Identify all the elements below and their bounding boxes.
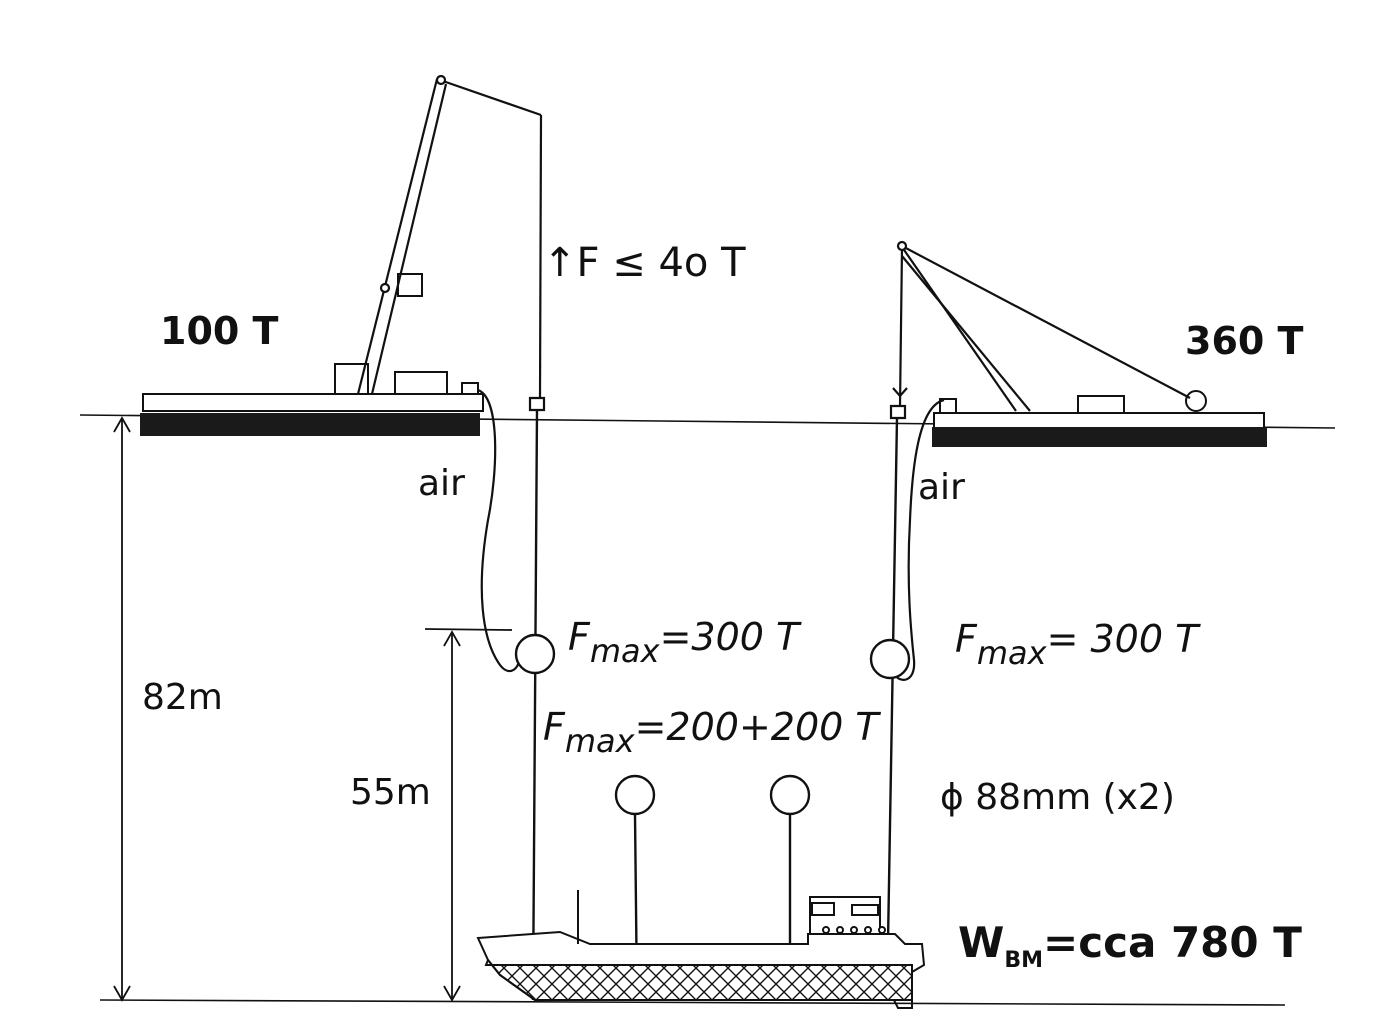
air-left-label: air xyxy=(418,463,465,504)
air-right-label: air xyxy=(918,467,965,508)
right-crane xyxy=(891,242,1190,418)
buoy-left-force-subscript: max xyxy=(589,632,660,670)
buoy-left-force-label: Fmax=300 T xyxy=(568,615,800,667)
left-lift-buoy xyxy=(516,635,554,673)
left-crane xyxy=(358,76,544,410)
right-lift-buoy xyxy=(871,640,909,678)
wreck-weight-label: WBM=cca 780 T xyxy=(958,922,1302,972)
buoy-right-force-symbol: F xyxy=(955,617,977,661)
seabed-line xyxy=(100,1000,1285,1005)
depth-82m-label: 82m xyxy=(142,677,223,718)
buoy-left-force-symbol: F xyxy=(568,615,590,659)
buoy-mid-force-symbol: F xyxy=(543,705,565,749)
right-air-hose xyxy=(893,400,944,680)
buoy-mid-force-subscript: max xyxy=(564,722,635,760)
depth-55m-dimension xyxy=(425,629,512,1000)
right-barge xyxy=(932,391,1267,447)
crane-pull-force-label: ↑F ≤ 4o T xyxy=(543,240,746,286)
wreck-weight-value: =cca 780 T xyxy=(1043,918,1302,967)
left-air-hose xyxy=(478,390,520,671)
wreck-weight-symbol: W xyxy=(958,918,1005,967)
mid-buoys xyxy=(616,776,809,1000)
left-lift-cable xyxy=(533,410,537,1000)
depth-55m-label: 55m xyxy=(350,772,431,813)
barge-left-capacity-label: 100 T xyxy=(160,309,279,353)
buoy-right-force-value: = 300 T xyxy=(1046,617,1199,661)
buoy-mid-force-label: Fmax=200+200 T xyxy=(543,705,879,757)
depth-82m-dimension xyxy=(114,418,130,1000)
buoy-right-force-subscript: max xyxy=(976,634,1047,672)
buoy-left-force-value: =300 T xyxy=(659,615,800,659)
buoy-mid-force-value: =200+200 T xyxy=(634,705,879,749)
right-lift-cable xyxy=(887,418,897,1000)
cable-spec-label: ϕ 88mm (x2) xyxy=(940,777,1175,818)
sunken-ship xyxy=(478,890,924,1008)
wreck-weight-subscript: BM xyxy=(1004,948,1043,973)
left-barge xyxy=(140,274,483,436)
barge-right-capacity-label: 360 T xyxy=(1185,319,1304,363)
buoy-right-force-label: Fmax= 300 T xyxy=(955,617,1199,669)
